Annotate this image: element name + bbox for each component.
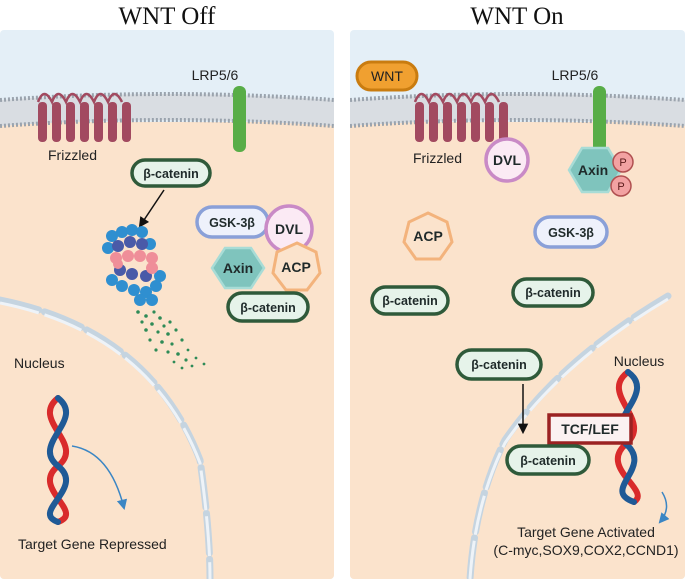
repression-arrow <box>71 445 128 511</box>
beta-catenin-cyto-1-label: β-catenin <box>382 294 438 308</box>
dvl-label: DVL <box>275 221 303 237</box>
lrp-label: LRP5/6 <box>192 67 239 83</box>
dvl-label-right: DVL <box>493 152 521 168</box>
axin-label-right: Axin <box>578 162 608 178</box>
beta-catenin-free-label: β-catenin <box>143 167 199 181</box>
phospho-label-2: P <box>617 181 624 193</box>
beta-catenin-cyto-2 <box>511 277 595 308</box>
lrp-coreceptor-right <box>593 86 606 152</box>
frizzled-receptor <box>36 92 131 142</box>
gene-repressed-label: Target Gene Repressed <box>18 536 167 552</box>
acp-shape-right <box>402 211 454 261</box>
phospho-icon-2 <box>610 175 632 197</box>
degraded-fragments <box>136 310 206 370</box>
tcf-lef-label: TCF/LEF <box>561 421 619 437</box>
gsk3b-label-right: GSK-3β <box>548 226 594 240</box>
activation-arrow <box>658 491 670 524</box>
beta-catenin-bound-label: β-catenin <box>240 301 296 315</box>
phospho-label-1: P <box>619 157 626 169</box>
degradation-arrow <box>138 189 165 228</box>
beta-catenin-cyto-1 <box>370 285 450 316</box>
beta-catenin-bound <box>226 291 310 323</box>
proteasome-icon <box>102 224 166 306</box>
tcf-lef-box <box>547 413 633 445</box>
acp-label-right: ACP <box>413 228 443 244</box>
acp-label: ACP <box>281 259 311 275</box>
beta-catenin-nuclear-label: β-catenin <box>520 454 576 468</box>
frizzled-label-right: Frizzled <box>413 150 462 166</box>
axin-hexagon <box>210 246 266 290</box>
wnt-ligand <box>355 60 419 92</box>
beta-catenin-translocating <box>455 348 543 381</box>
axin-hexagon-right <box>567 146 623 194</box>
destruction-complex: GSK-3β DVL ACP Axin β-catenin <box>195 204 322 323</box>
beta-catenin-free <box>130 158 212 188</box>
beta-catenin-translocating-label: β-catenin <box>471 358 527 372</box>
acp-shape <box>271 241 322 292</box>
gsk3b-label: GSK-3β <box>209 216 255 230</box>
axin-label: Axin <box>223 260 253 276</box>
beta-catenin-cyto-2-label: β-catenin <box>525 286 581 300</box>
lrp-label-right: LRP5/6 <box>552 67 599 83</box>
phospho-icon-1 <box>612 151 634 173</box>
nucleus-label-right: Nucleus <box>614 353 665 369</box>
dna-helix-left <box>47 395 69 525</box>
gene-activated-label-line1: Target Gene Activated <box>517 524 655 540</box>
gene-activated-label-line2: (C-myc,SOX9,COX2,CCND1) <box>493 542 678 558</box>
lrp-coreceptor <box>233 86 246 152</box>
wnt-label: WNT <box>371 68 403 84</box>
beta-catenin-nuclear <box>505 444 591 476</box>
nucleus-label-left: Nucleus <box>14 355 65 371</box>
right-panel-title: WNT On <box>470 3 564 30</box>
gsk3b-box-right <box>533 215 609 249</box>
frizzled-label: Frizzled <box>48 147 97 163</box>
dvl-circle-right <box>484 137 530 183</box>
left-panel-title: WNT Off <box>119 3 217 30</box>
frizzled-receptor-right <box>413 92 508 142</box>
